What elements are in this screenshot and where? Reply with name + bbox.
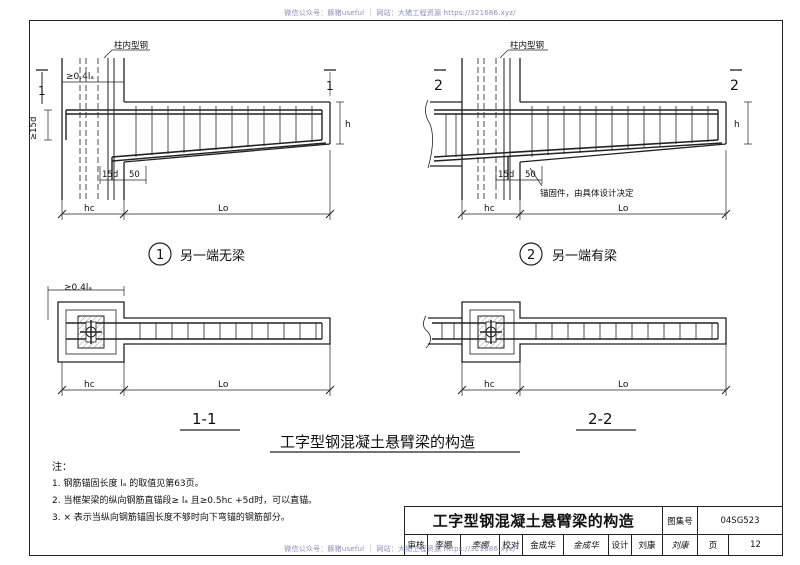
elevation-1	[36, 49, 344, 220]
note-2: 2. 当框架梁的纵向钢筋直锚段≥ lₐ 且≥0.5hc +5d时，可以直锚。	[52, 496, 318, 506]
dim-15d-left: 15d	[102, 170, 118, 180]
case2-number: 2	[527, 248, 535, 263]
anchor-length-plan-label: ≥0.4lₐ	[64, 283, 92, 293]
dim-50-right: 50	[525, 170, 536, 180]
drawing-frame	[29, 20, 783, 556]
h-label-right: h	[734, 120, 740, 130]
hc-label-4: hc	[484, 380, 495, 390]
dim-50-left: 50	[129, 170, 140, 180]
atlas-no-label: 图集号	[662, 506, 698, 535]
section-mark-2b: 2	[730, 78, 739, 94]
lo-label-4: Lo	[618, 380, 629, 390]
hc-label-2: hc	[484, 204, 495, 214]
note-3: 3. × 表示当纵向钢筋锚固长度不够时向下弯锚的钢筋部分。	[52, 513, 290, 523]
section-mark-1b: 1	[326, 79, 334, 93]
h-label-left: h	[345, 120, 351, 130]
lo-label-3: Lo	[218, 380, 229, 390]
plan-2-2	[423, 301, 731, 396]
dim-15d-right: 15d	[498, 170, 514, 180]
title-block-title: 工字型钢混凝土悬臂梁的构造	[404, 506, 663, 535]
case2-circle	[519, 242, 543, 266]
case1-text: 另一端无梁	[180, 249, 245, 264]
hc-label-1: hc	[84, 204, 95, 214]
bend-15d-label: ≥15d	[29, 117, 39, 140]
steel-column-label-left: 柱内型钢	[114, 40, 148, 51]
section-title-1: 1-1	[192, 410, 217, 428]
note-1: 1. 钢筋锚固长度 lₐ 的取值见第63页。	[52, 479, 204, 489]
plan-1-1	[47, 286, 335, 396]
watermark-bottom: 微信公众号：豚猪useful ｜ 网站：大猪工程资源 https://32168…	[284, 545, 516, 553]
lo-label-2: Lo	[618, 204, 629, 214]
lo-label-1: Lo	[218, 204, 229, 214]
page-label: 页	[697, 534, 729, 556]
page-no: 12	[728, 534, 783, 556]
steel-column-label-right: 柱内型钢	[510, 40, 544, 51]
section-mark-2a: 2	[434, 78, 443, 94]
hc-label-3: hc	[84, 380, 95, 390]
anchor-length-label: ≥0.4lₐ	[66, 72, 94, 82]
anchor-note: 锚固件，由具体设计决定	[540, 188, 634, 199]
section-title-2: 2-2	[588, 410, 613, 428]
atlas-no: 04SG523	[697, 506, 783, 535]
elevation-2	[425, 49, 752, 220]
main-caption: 工字型钢混凝土悬臂梁的构造	[280, 433, 475, 451]
case1-circle	[148, 242, 172, 266]
case1-number: 1	[156, 248, 164, 263]
notes-heading: 注：	[52, 462, 72, 473]
design-label: 设计	[608, 534, 632, 556]
designer-signature: 刘康	[662, 534, 698, 556]
case2-text: 另一端有梁	[552, 249, 617, 264]
title-block: 工字型钢混凝土悬臂梁的构造 图集号 04SG523 审核 李娜 李娜 校对 金成…	[404, 506, 783, 556]
section-mark-1a: 1	[38, 84, 46, 98]
watermark-top: 微信公众号：豚猪useful ｜ 网站：大猪工程资源 https://32168…	[284, 9, 516, 17]
